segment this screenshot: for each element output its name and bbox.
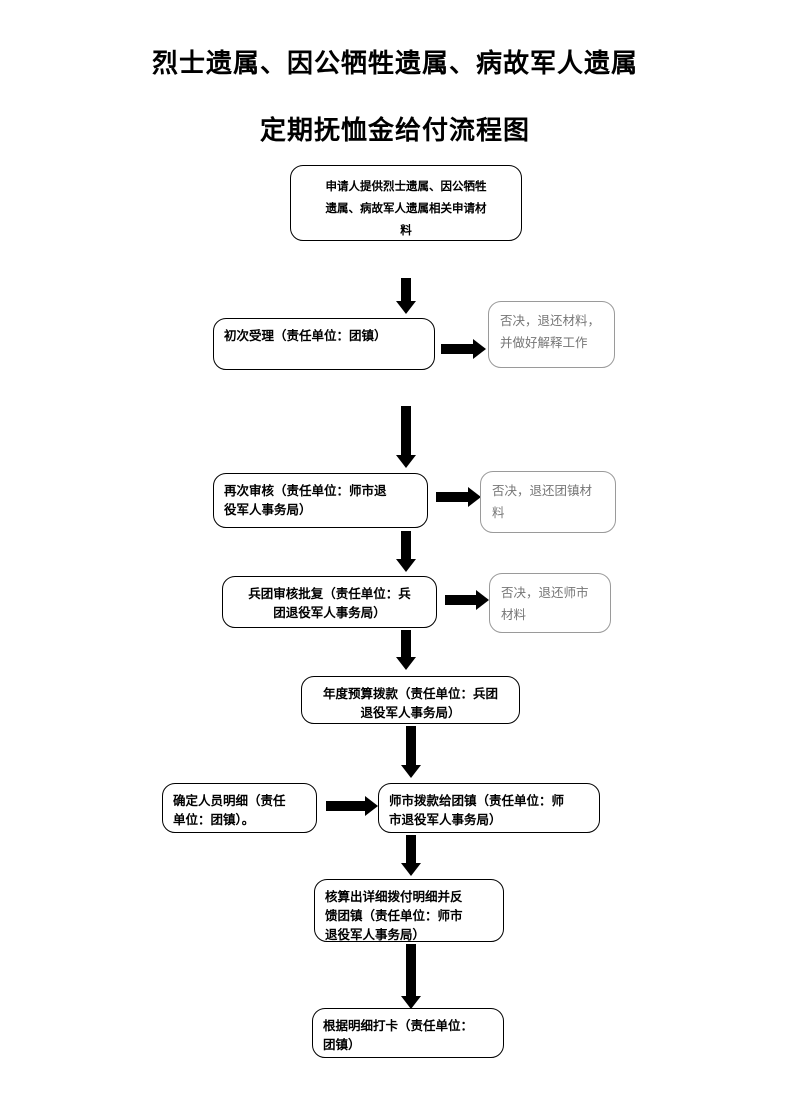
- node-reject-1[interactable]: 否决，退还材料， 并做好解释工作: [488, 301, 615, 368]
- node-second-review[interactable]: 再次审核（责任单位：师市退 役军人事务局）: [213, 473, 428, 528]
- node-annual-budget[interactable]: 年度预算拨款（责任单位：兵团 退役军人事务局）: [301, 676, 520, 724]
- node-annual-budget-label: 年度预算拨款（责任单位：兵团 退役军人事务局）: [322, 686, 498, 720]
- node-confirm-roster-label: 确定人员明细（责任 单位：团镇）。: [173, 793, 286, 827]
- node-reject-3[interactable]: 否决，退还师市 材料: [489, 573, 611, 633]
- node-first-accept-label: 初次受理（责任单位：团镇）: [224, 328, 387, 343]
- node-detail-feedback-label: 核算出详细拨付明细并反 馈团镇（责任单位：师市 退役军人事务局）: [325, 889, 463, 942]
- node-allocate-to-town[interactable]: 师市拨款给团镇（责任单位：师 市退役军人事务局）: [378, 783, 600, 833]
- node-reject-3-label: 否决，退还师市 材料: [501, 585, 589, 622]
- node-reject-1-label: 否决，退还材料， 并做好解释工作: [500, 313, 601, 350]
- node-card-payment-label: 根据明细打卡（责任单位： 团镇）: [323, 1018, 474, 1052]
- node-confirm-roster[interactable]: 确定人员明细（责任 单位：团镇）。: [162, 783, 317, 833]
- page-title-line-2: 定期抚恤金给付流程图: [259, 116, 530, 146]
- node-corps-approve-label: 兵团审核批复（责任单位：兵 团退役军人事务局）: [248, 586, 411, 620]
- node-corps-approve[interactable]: 兵团审核批复（责任单位：兵 团退役军人事务局）: [222, 576, 437, 628]
- node-apply[interactable]: 申请人提供烈士遗属、因公牺牲 遗属、病故军人遗属相关申请材 料: [290, 165, 522, 241]
- node-reject-2[interactable]: 否决，退还团镇材 料: [480, 471, 616, 533]
- node-card-payment[interactable]: 根据明细打卡（责任单位： 团镇）: [312, 1008, 504, 1058]
- node-second-review-label: 再次审核（责任单位：师市退 役军人事务局）: [224, 483, 387, 517]
- node-allocate-to-town-label: 师市拨款给团镇（责任单位：师 市退役军人事务局）: [389, 793, 565, 827]
- node-detail-feedback[interactable]: 核算出详细拨付明细并反 馈团镇（责任单位：师市 退役军人事务局）: [314, 879, 504, 942]
- node-reject-2-label: 否决，退还团镇材 料: [492, 483, 593, 520]
- node-first-accept[interactable]: 初次受理（责任单位：团镇）: [213, 318, 435, 370]
- node-apply-label: 申请人提供烈士遗属、因公牺牲 遗属、病故军人遗属相关申请材 料: [325, 179, 487, 237]
- page-title-line-1: 烈士遗属、因公牺牲遗属、病故军人遗属: [151, 49, 638, 79]
